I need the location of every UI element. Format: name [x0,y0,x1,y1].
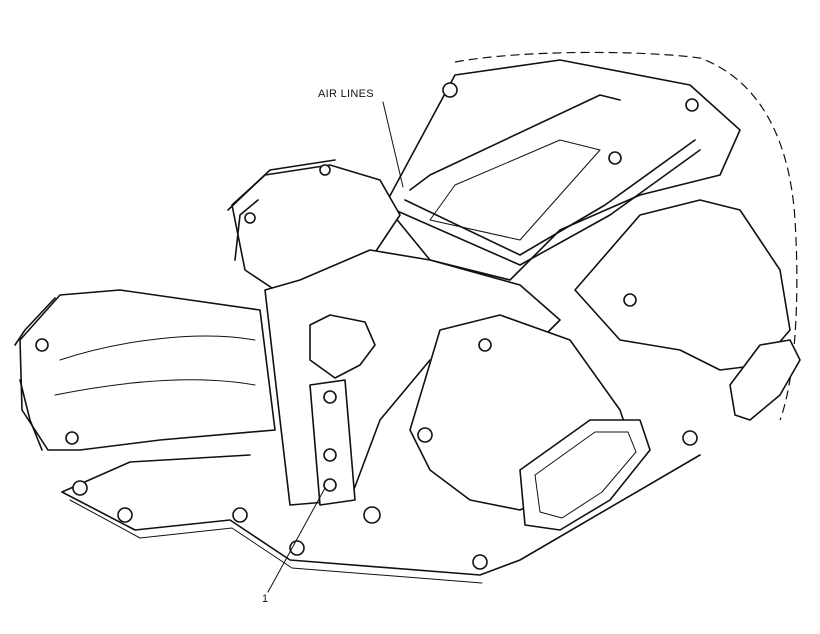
base-plate-edge [69,499,483,584]
bolt [319,164,331,176]
bolt [442,82,458,98]
bolt [323,448,337,462]
bolt [232,507,248,523]
far-right-flange [729,339,801,421]
bolt [65,431,79,445]
lower-left-runner-contour [54,335,256,396]
engine-outline-dashed [454,51,798,421]
air-lines-leader [382,101,404,188]
bolt [323,478,337,492]
bracket-plate [309,379,356,506]
lower-right-flange-inner [534,431,637,519]
bolt [623,293,637,307]
lower-left-flange [14,297,56,451]
bolt [363,506,381,524]
bolts [35,82,699,570]
bolt [72,480,88,496]
air-lines-tray [429,139,601,241]
bolt [608,151,622,165]
bolt [244,212,256,224]
lower-left-runner [19,289,276,451]
manifold-top-body [384,59,741,281]
bolt [682,430,698,446]
air-lines-callout: AIR LINES [318,88,374,100]
far-right-runner [574,199,791,371]
plenum-boss [309,314,376,379]
bolt [472,554,488,570]
upper-left-flange [227,159,336,261]
bolt [478,338,492,352]
bolt [685,98,699,112]
bolt [35,338,49,352]
item-1-leader [267,487,326,593]
lower-right-flange [519,419,651,531]
bolt [417,427,433,443]
bolt [117,507,133,523]
item-1-callout: 1 [262,593,269,605]
bolt [323,390,337,404]
